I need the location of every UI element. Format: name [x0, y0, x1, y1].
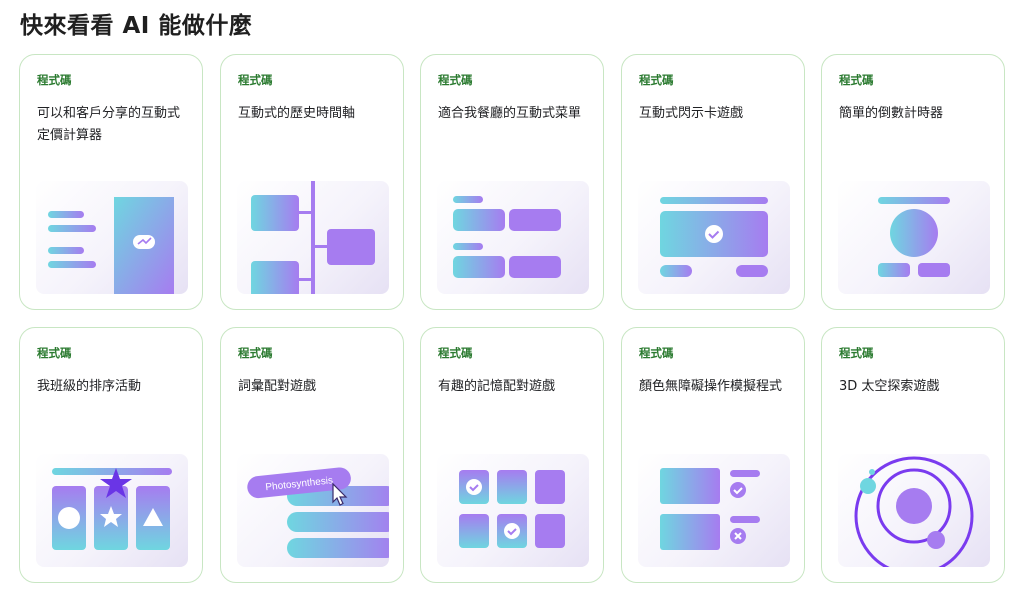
- card-tag: 程式碼: [639, 73, 674, 87]
- sorting-activity-illustration: [36, 454, 188, 567]
- card-tag: 程式碼: [639, 346, 674, 360]
- card-title: 互動式的歷史時間軸: [238, 106, 356, 121]
- card-pricing-calculator[interactable]: 程式碼 可以和客戶分享的互動式定價計算器: [19, 54, 203, 310]
- page-title: 快來看看 AI 能做什麼: [20, 13, 253, 39]
- card-history-timeline[interactable]: 程式碼 互動式的歷史時間軸: [220, 54, 404, 310]
- card-flashcard-game[interactable]: 程式碼 互動式閃示卡遊戲: [621, 54, 805, 310]
- card-tag: 程式碼: [839, 73, 874, 87]
- card-tag: 程式碼: [438, 73, 473, 87]
- card-title: 適合我餐廳的互動式菜單: [438, 106, 582, 121]
- color-accessibility-illustration: [638, 454, 790, 567]
- card-countdown-timer[interactable]: 程式碼 簡單的倒數計時器: [821, 54, 1005, 310]
- card-title: 可以和客戶分享的互動式定價計算器: [37, 106, 181, 143]
- flashcard-illustration: [638, 181, 790, 294]
- card-color-accessibility[interactable]: 程式碼 顏色無障礙操作模擬程式: [621, 327, 805, 583]
- memory-game-illustration: [437, 454, 589, 567]
- card-title: 互動式閃示卡遊戲: [639, 106, 744, 121]
- card-vocabulary-matching[interactable]: 程式碼 詞彙配對遊戲 Photosynthesis: [220, 327, 404, 583]
- card-memory-game[interactable]: 程式碼 有趣的記憶配對遊戲: [420, 327, 604, 583]
- card-space-exploration[interactable]: 程式碼 3D 太空探索遊戲: [821, 327, 1005, 583]
- card-title: 顏色無障礙操作模擬程式: [639, 379, 783, 394]
- pricing-calculator-illustration: [36, 181, 188, 294]
- space-exploration-illustration: [838, 454, 990, 567]
- card-restaurant-menu[interactable]: 程式碼 適合我餐廳的互動式菜單: [420, 54, 604, 310]
- card-tag: 程式碼: [37, 73, 72, 87]
- card-tag: 程式碼: [238, 346, 273, 360]
- card-title: 詞彙配對遊戲: [238, 379, 317, 394]
- menu-illustration: [437, 181, 589, 294]
- vocabulary-matching-illustration: Photosynthesis: [237, 454, 389, 567]
- card-tag: 程式碼: [238, 73, 273, 87]
- card-tag: 程式碼: [438, 346, 473, 360]
- card-sorting-activity[interactable]: 程式碼 我班級的排序活動: [19, 327, 203, 583]
- card-title: 有趣的記憶配對遊戲: [438, 379, 556, 394]
- card-tag: 程式碼: [839, 346, 874, 360]
- card-title: 簡單的倒數計時器: [839, 106, 944, 121]
- card-title: 3D 太空探索遊戲: [839, 379, 940, 394]
- countdown-timer-illustration: [838, 181, 990, 294]
- timeline-illustration: [237, 181, 389, 294]
- card-title: 我班級的排序活動: [37, 379, 142, 394]
- card-tag: 程式碼: [37, 346, 72, 360]
